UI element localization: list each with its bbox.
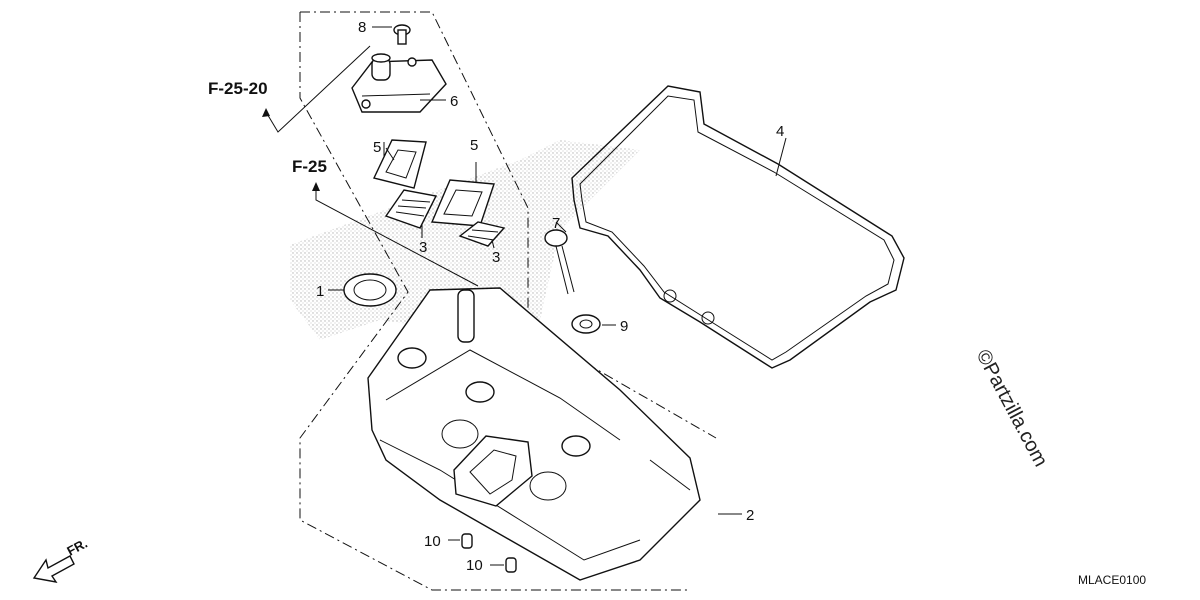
head-cover-part-2 — [367, 287, 742, 581]
baffle-part-3-right — [458, 221, 506, 249]
bolt-part-7 — [544, 221, 575, 295]
callout-9: 9 — [620, 318, 628, 335]
callout-5-left: 5 — [373, 139, 381, 156]
seal-part-1 — [328, 273, 397, 307]
f2520-arrow — [262, 108, 270, 117]
callout-10-lower: 10 — [466, 557, 483, 574]
diagram-code: MLACE0100 — [1078, 573, 1146, 587]
callout-2: 2 — [746, 507, 754, 524]
gasket-tab — [701, 311, 715, 325]
callout-6: 6 — [450, 93, 458, 110]
bolt-part-8 — [372, 24, 411, 45]
gasket-part-4 — [571, 85, 905, 369]
f25-arrow — [312, 182, 320, 191]
direction-label: FR. — [64, 536, 90, 559]
callout-8: 8 — [358, 19, 366, 36]
callout-7: 7 — [552, 215, 560, 232]
callout-10-upper: 10 — [424, 533, 441, 550]
callout-3-right: 3 — [492, 249, 500, 266]
dowel-part-10-upper — [448, 533, 473, 549]
breather-cover-part-6 — [351, 53, 447, 113]
grommet-part-5-right — [430, 162, 495, 227]
callout-1: 1 — [316, 283, 324, 300]
callout-5-right: 5 — [470, 137, 478, 154]
assembly-outline-left — [299, 12, 690, 591]
reference-f-25-20[interactable]: F-25-20 — [208, 79, 268, 98]
reference-f-25[interactable]: F-25 — [292, 157, 327, 176]
f2520-leader — [265, 45, 371, 133]
baffle-part-3-left — [384, 189, 438, 238]
front-direction-arrow-icon — [32, 555, 75, 583]
grommet-part-5-left — [373, 139, 427, 189]
watermark-text: ©Partzilla.com — [972, 346, 1052, 470]
gasket-tab — [663, 289, 677, 303]
callout-4: 4 — [776, 123, 784, 140]
dowel-part-10-lower — [490, 557, 517, 573]
washer-part-9 — [571, 314, 616, 334]
gasket-part-4-inner — [579, 95, 895, 361]
callout-3-left: 3 — [419, 239, 427, 256]
